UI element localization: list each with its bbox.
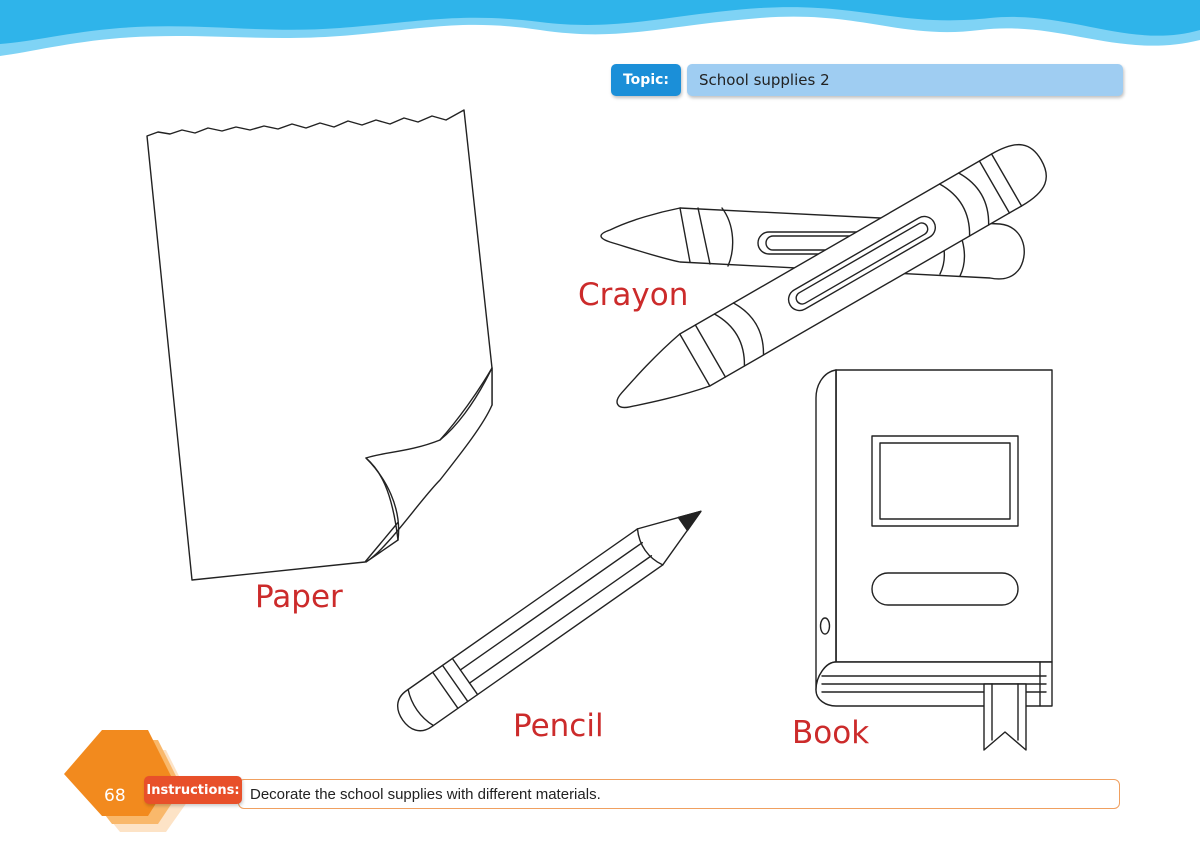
- label-paper: Paper: [255, 579, 343, 615]
- topic-tag: Topic:: [611, 64, 681, 96]
- paper-drawing: [146, 109, 493, 581]
- label-pencil: Pencil: [513, 708, 604, 744]
- topic-bar: Topic: School supplies 2: [611, 64, 1123, 96]
- page-number-badge: [64, 730, 190, 832]
- instructions-text: Decorate the school supplies with differ…: [250, 786, 601, 803]
- label-crayon: Crayon: [578, 277, 689, 313]
- pencil-drawing: [397, 510, 702, 732]
- instructions-box: [238, 779, 1120, 809]
- page-number: 68: [104, 786, 126, 806]
- crayon-drawing: [600, 143, 1048, 409]
- instructions-tag: Instructions:: [144, 776, 242, 804]
- label-book: Book: [792, 715, 870, 751]
- wave-header-decoration: [0, 0, 1200, 56]
- book-drawing: [815, 369, 1053, 751]
- topic-value: School supplies 2: [687, 64, 1123, 96]
